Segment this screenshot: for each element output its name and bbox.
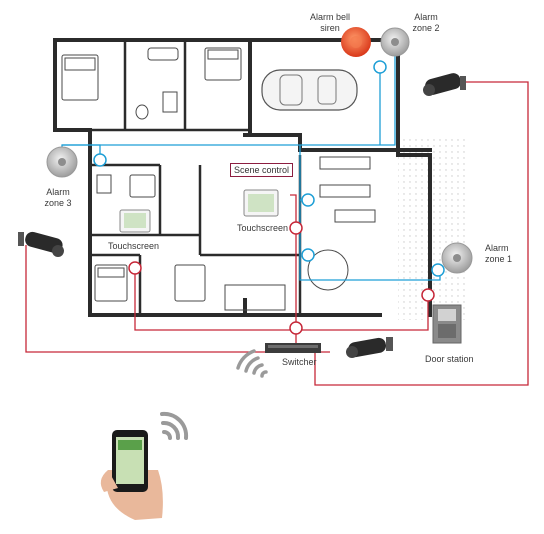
pillow-top-right — [207, 49, 239, 60]
pillow-bottom-left — [97, 267, 125, 278]
touchscreen-center-label: Touchscreen — [237, 223, 289, 233]
red-junctions — [128, 221, 435, 335]
alarm-bell-icon — [341, 27, 371, 57]
alarm-bell-siren-label: Alarm bell siren — [310, 12, 350, 34]
label-line: zone 2 — [412, 23, 440, 33]
label-line: Alarm — [414, 12, 438, 22]
motion-sensor-icon — [441, 242, 473, 274]
kitchen-counter — [224, 284, 286, 311]
sofa — [334, 209, 376, 223]
dining-table — [307, 249, 349, 291]
scene-control-label: Scene control — [230, 163, 294, 177]
motion-sensor-icon — [380, 27, 410, 57]
door-station-icon — [432, 304, 462, 344]
label-line: Alarm — [485, 243, 509, 253]
door-station-label: Door station — [425, 354, 474, 364]
label-line: siren — [320, 23, 340, 33]
security-camera-icon — [423, 73, 466, 96]
tv-unit — [319, 184, 371, 198]
bed-bottom-center — [174, 264, 206, 302]
toilet-center — [96, 174, 112, 194]
touchscreen-icon — [243, 189, 279, 217]
label-line: zone 3 — [44, 198, 72, 208]
label-line: zone 1 — [485, 254, 513, 264]
security-camera-icon — [346, 337, 393, 358]
sideboard — [319, 156, 371, 170]
furniture — [61, 47, 376, 311]
bed-bottom-left — [94, 264, 128, 302]
wifi-icon — [236, 349, 268, 378]
garden-area — [398, 135, 468, 320]
bed-top-right — [204, 47, 242, 81]
alarm-zone-3-label: Alarm zone 3 — [44, 187, 71, 209]
network-switch-icon — [265, 343, 321, 353]
touchscreen-left-label: Touchscreen — [108, 241, 160, 251]
switcher-label: Switcher — [282, 357, 317, 367]
touchscreen-icon — [119, 209, 151, 233]
alarm-zone-1-label: Alarm zone 1 — [485, 243, 512, 265]
bathtub-center — [129, 174, 156, 198]
toilet-top — [135, 104, 149, 120]
security-camera-icon — [18, 231, 64, 257]
bathtub-top — [147, 47, 179, 61]
pillow-top-left — [64, 57, 96, 71]
wifi-icon — [160, 411, 189, 440]
bed-top-left — [61, 54, 99, 101]
sink-top — [162, 91, 178, 113]
alarm-zone-2-label: Alarm zone 2 — [412, 12, 439, 34]
label-line: Alarm bell — [309, 12, 351, 22]
car-icon — [261, 69, 358, 111]
motion-sensor-icon — [46, 146, 78, 178]
smartphone-icon — [100, 430, 163, 520]
blue-junctions — [93, 60, 445, 277]
label-line: Alarm — [46, 187, 70, 197]
